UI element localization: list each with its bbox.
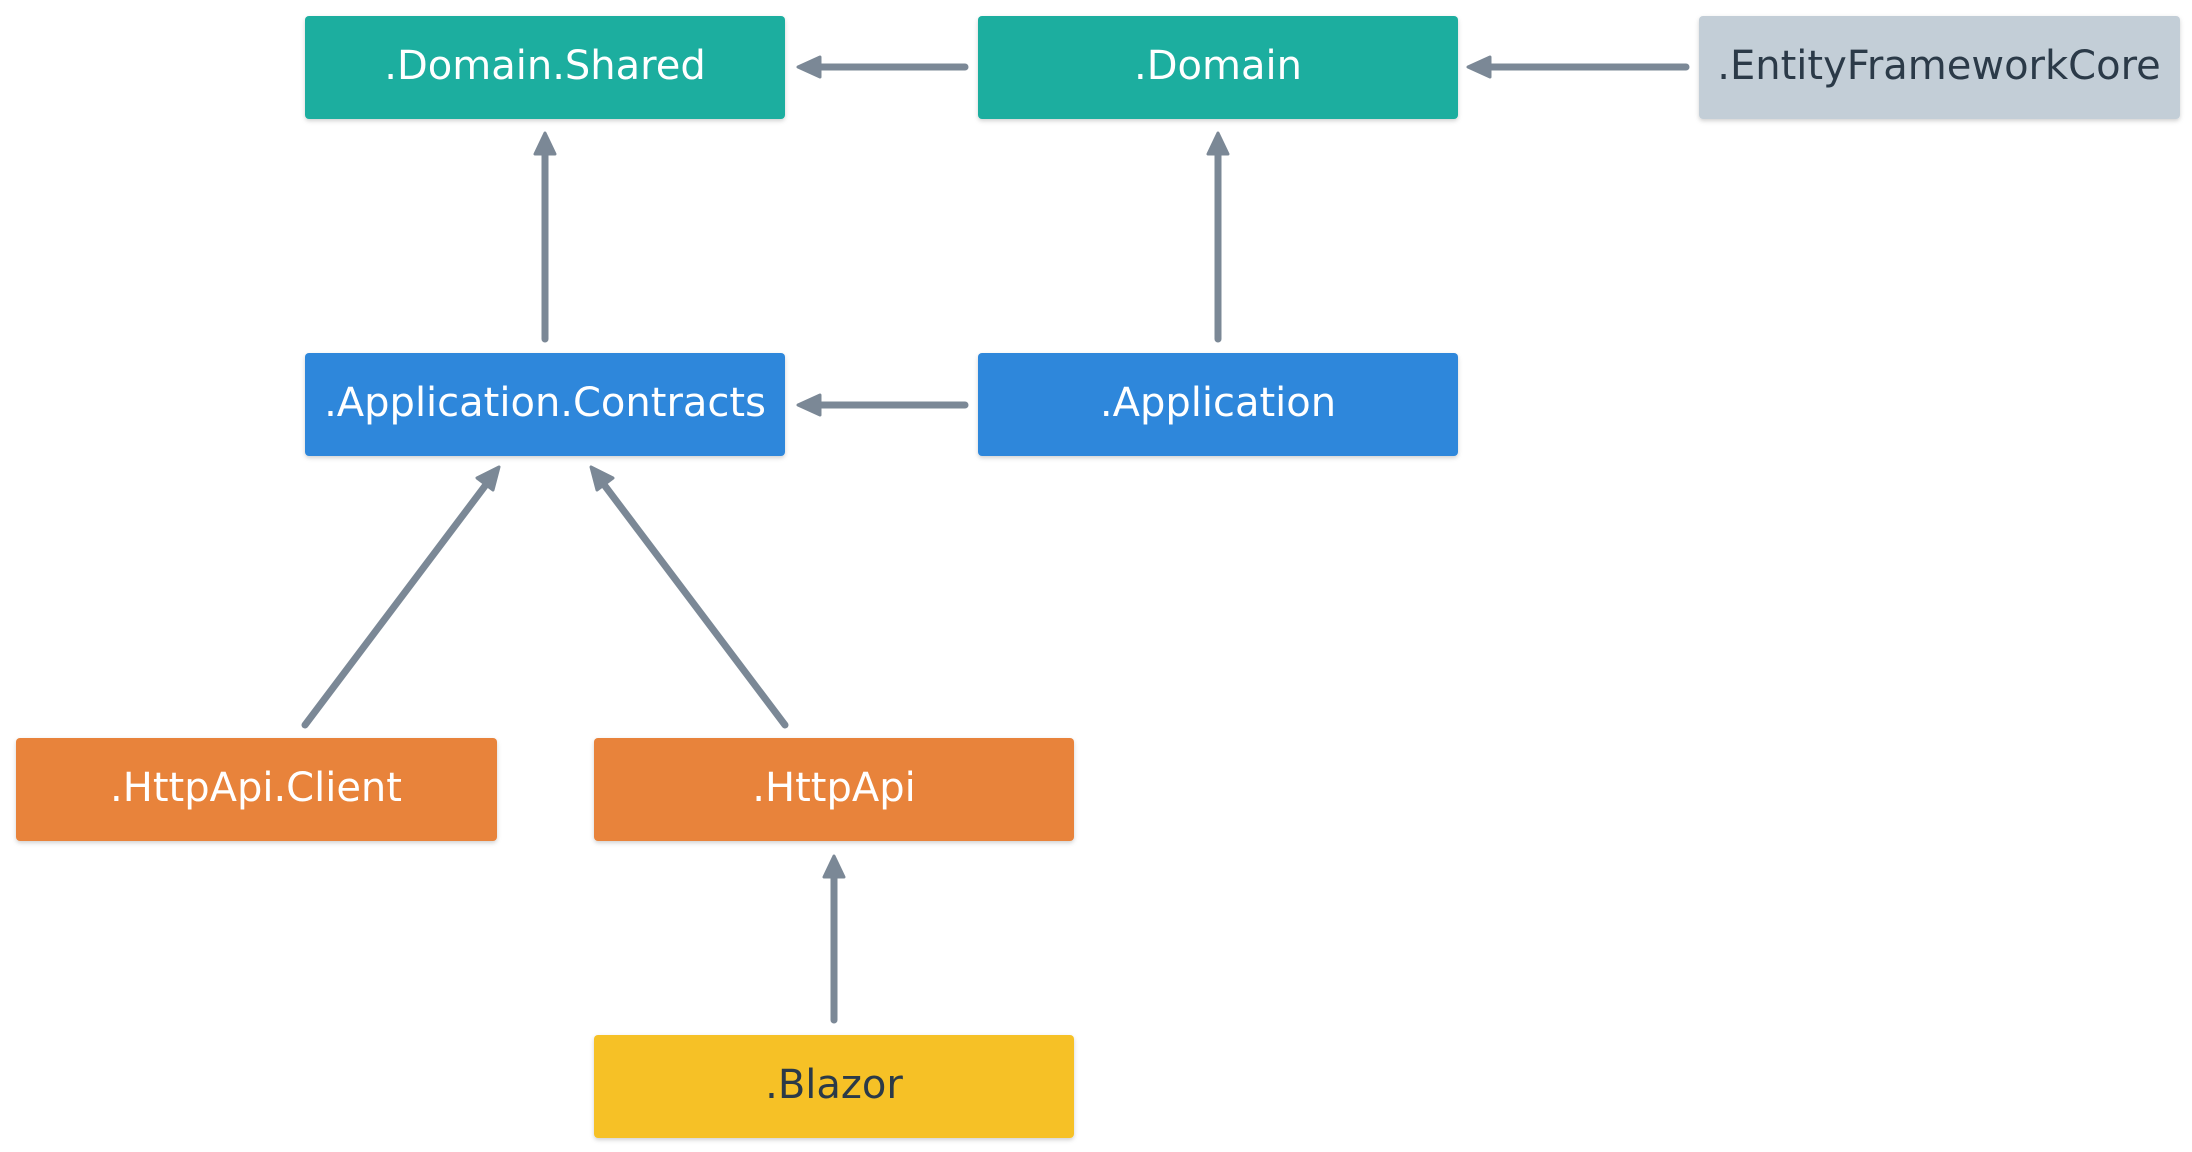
node-entity-framework-core: .EntityFrameworkCore	[1699, 16, 2180, 119]
node-application: .Application	[978, 353, 1458, 456]
node-application-contracts: .Application.Contracts	[305, 353, 785, 456]
node-domain-shared-box	[305, 16, 785, 119]
node-domain: .Domain	[978, 16, 1458, 119]
node-application-label: .Application	[1100, 380, 1336, 426]
node-entity-framework-core-label: .EntityFrameworkCore	[1717, 43, 2161, 89]
node-domain-box	[978, 16, 1458, 119]
edge-httpapi-client-to-application-contracts	[301, 470, 498, 729]
arrowhead-application-contracts-left-icon	[796, 393, 822, 417]
node-blazor-label: .Blazor	[765, 1062, 903, 1108]
edges-layer	[301, 63, 1690, 1024]
node-domain-label: .Domain	[1134, 43, 1302, 89]
arrowhead-application-contracts-from-httpapi-icon	[589, 465, 615, 492]
nodes-layer: .Domain.Shared .Domain .EntityFrameworkC…	[16, 16, 2180, 1138]
node-blazor-box	[594, 1035, 1074, 1138]
node-entity-framework-core-box	[1699, 16, 2180, 119]
arrowhead-application-contracts-from-client-icon	[475, 465, 501, 492]
arrowheads-layer	[475, 55, 1492, 879]
node-httpapi-client-label: .HttpApi.Client	[110, 765, 402, 811]
arrowhead-domain-left-icon	[1466, 55, 1492, 79]
node-httpapi-box	[594, 738, 1074, 841]
node-domain-shared-label: .Domain.Shared	[384, 43, 705, 89]
node-application-contracts-box	[305, 353, 785, 456]
node-httpapi-client-box	[16, 738, 497, 841]
node-application-box	[978, 353, 1458, 456]
arrowhead-domain-up-icon	[1206, 131, 1230, 156]
edge-httpapi-to-application-contracts	[592, 470, 789, 729]
node-domain-shared: .Domain.Shared	[305, 16, 785, 119]
arrowhead-httpapi-up-icon	[822, 854, 846, 879]
node-httpapi-label: .HttpApi	[752, 765, 915, 811]
arrowhead-domain-shared-up-icon	[533, 131, 557, 156]
node-httpapi-client: .HttpApi.Client	[16, 738, 497, 841]
arrowhead-domain-shared-left-icon	[796, 55, 822, 79]
node-application-contracts-label: .Application.Contracts	[324, 380, 766, 426]
node-httpapi: .HttpApi	[594, 738, 1074, 841]
node-blazor: .Blazor	[594, 1035, 1074, 1138]
